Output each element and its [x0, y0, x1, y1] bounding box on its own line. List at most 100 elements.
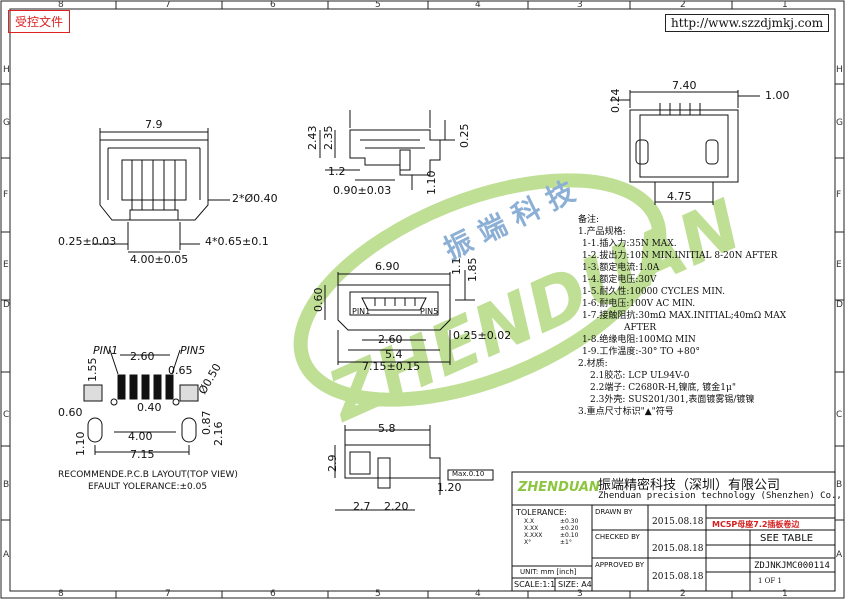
dim-bottom-width: 5.8: [378, 422, 396, 435]
unit-label: UNIT: mm [inch]: [520, 568, 577, 576]
tolerance-label: TOLERANCE:: [516, 508, 567, 517]
tol-row-2-key: X.XXX: [524, 532, 543, 539]
zone-left-g: G: [3, 118, 10, 128]
dim-center-inner2: 5.4: [385, 348, 403, 361]
center-pin1-label: PIN1: [352, 307, 371, 316]
company-name-en: Zhenduan precision technology (Shenzhen)…: [598, 491, 845, 501]
tol-row-3-val: ±1°: [560, 539, 572, 546]
note-line: 3.重点尺寸标识"▲"符号: [578, 407, 674, 417]
dim-pcb-715: 7.15: [130, 448, 155, 461]
zone-bottom-3: 3: [577, 589, 583, 599]
zone-right-h: H: [836, 65, 843, 75]
note-line: 1-6.耐电压:100V AC MIN.: [582, 299, 696, 309]
dim-pcb-400: 4.00: [128, 430, 153, 443]
dim-center-width: 6.90: [375, 260, 400, 273]
dim-back-tab-width: 1.00: [765, 89, 790, 102]
zone-left-b: B: [3, 480, 10, 490]
controlled-document-stamp: 受控文件: [8, 10, 71, 33]
dim-bottom-height: 2.9: [326, 454, 339, 473]
zone-right-e: E: [836, 260, 842, 270]
dim-front-pin-hole: 2*Ø0.40: [232, 192, 278, 205]
dim-back-top-width: 7.40: [672, 79, 697, 92]
dim-center-inner: 2.60: [378, 333, 403, 346]
dim-side-base: 0.90±0.03: [333, 184, 392, 197]
zone-bottom-4: 4: [475, 589, 481, 599]
size-label: SIZE: A4: [558, 580, 592, 589]
note-line: AFTER: [624, 323, 657, 333]
back-view: [610, 90, 760, 205]
zone-top-8: 8: [58, 0, 64, 10]
note-line: 1-1.插入力:35N MAX.: [582, 239, 677, 249]
note-line: 1-4.额定电压:30V: [582, 275, 657, 285]
pcb-pin1-label: PIN1: [93, 344, 119, 357]
note-line: 2.材质:: [578, 359, 608, 369]
zone-left-h: H: [3, 65, 10, 75]
zone-left-e: E: [3, 260, 9, 270]
dim-center-right-offset: 0.25±0.02: [453, 329, 512, 342]
dim-pcb-065: 0.65: [168, 364, 193, 377]
dim-pcb-155: 1.55: [86, 357, 99, 383]
zone-bottom-1: 1: [782, 589, 788, 599]
center-view: [324, 270, 475, 365]
dim-back-tab-height: 0.24: [609, 88, 622, 114]
dim-center-h1: 1.1: [450, 257, 463, 276]
pcb-caption: RECOMMENDE.P.C.B LAYOUT(TOP VIEW): [58, 470, 238, 480]
zone-right-f: F: [836, 190, 842, 200]
zone-top-4: 4: [475, 0, 481, 10]
dim-front-left-offset: 0.25±0.03: [58, 235, 117, 248]
note-line: 1-7.接触阻抗:30mΩ MAX.INITIAL;40mΩ MAX: [582, 311, 787, 321]
dim-pcb-260: 2.60: [130, 350, 155, 363]
drawn-by-label: DRAWN BY: [595, 508, 633, 516]
tol-row-2-val: ±0.10: [560, 532, 579, 539]
checked-by-label: CHECKED BY: [595, 533, 640, 541]
dim-pcb-060: 0.60: [58, 406, 83, 419]
zone-right-b: B: [836, 480, 843, 490]
dim-side-left: 1.2: [328, 165, 346, 178]
dim-side-h2: 2.35: [322, 125, 335, 151]
zone-bottom-6: 6: [270, 589, 276, 599]
dim-pcb-087: 0.87: [200, 410, 213, 436]
drawn-date: 2015.08.18: [652, 517, 704, 527]
zone-left-f: F: [3, 190, 9, 200]
note-line: 1-5.耐久性:10000 CYCLES MIN.: [582, 287, 725, 297]
dim-side-right: 1.10: [425, 170, 438, 196]
pcb-tolerance: EFAULT YOLERANCE:±0.05: [88, 482, 208, 492]
zone-right-a: A: [836, 550, 843, 560]
dim-side-h1: 2.43: [306, 125, 319, 151]
note-line: 2.2端子: C2680R-H,镍底, 镀金1μ": [590, 383, 736, 393]
see-table-label: SEE TABLE: [760, 533, 814, 544]
bottom-view: [334, 425, 494, 511]
part-number: ZDJNKJMC000114: [754, 561, 830, 571]
scale-label: SCALE:1:1: [514, 580, 556, 589]
drawing-title: MC5P母座7.2插板卷边: [712, 520, 800, 529]
approved-by-label: APPROVED BY: [595, 561, 645, 569]
title-block-grid: [511, 471, 836, 592]
approved-date: 2015.08.18: [652, 572, 704, 582]
note-line: 1-8.绝缘电阻:100MΩ MIN: [582, 335, 696, 345]
dim-front-pin-width: 4*0.65±0.1: [205, 235, 269, 248]
note-line: 2.3外壳: SUS201/301,表面镀雾锡/镀镍: [590, 395, 755, 405]
zone-top-2: 2: [680, 0, 686, 10]
checked-date: 2015.08.18: [652, 544, 704, 554]
front-view: [92, 128, 230, 253]
zone-right-c: C: [836, 410, 843, 420]
note-line: 1-2.拔出力:10N MIN.INITIAL 8-20N AFTER: [582, 251, 778, 261]
note-line: 1-9.工作温度:-30° TO +80°: [582, 347, 700, 357]
note-line: 1.产品规格:: [578, 227, 626, 237]
zone-top-1: 1: [782, 0, 788, 10]
company-name-cn: 振端精密科技（深圳）有限公司: [598, 478, 781, 493]
tol-row-1-val: ±0.20: [560, 525, 579, 532]
dim-back-bottom-width: 4.75: [667, 190, 692, 203]
notes-block: 备注: 1.产品规格: 1-1.插入力:35N MAX. 1-2.拔出力:10N…: [578, 214, 786, 418]
zone-top-3: 3: [577, 0, 583, 10]
tol-row-3-key: X°: [524, 539, 532, 546]
pcb-pin5-label: PIN5: [180, 344, 206, 357]
zone-bottom-7: 7: [165, 589, 171, 599]
zone-left-a: A: [3, 550, 10, 560]
dim-bottom-max: Max.0.10: [452, 470, 485, 478]
title-block-logo: ZHENDUAN: [518, 480, 600, 495]
zone-right-g: G: [836, 118, 843, 128]
website-url[interactable]: http://www.szzdjmkj.com: [665, 14, 830, 32]
zone-right-d: D: [836, 300, 843, 310]
